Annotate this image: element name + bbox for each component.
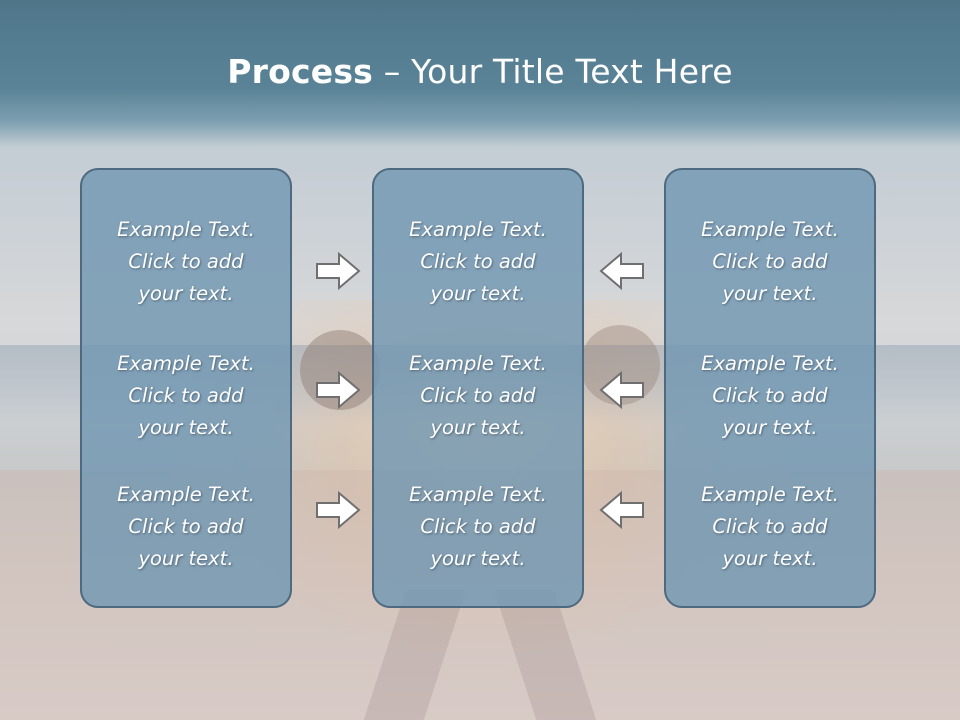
text-line: Click to add: [128, 515, 244, 538]
title-rest-part: – Your Title Text Here: [373, 52, 733, 91]
slide-title[interactable]: Process – Your Title Text Here: [0, 52, 960, 91]
text-line: your text.: [722, 282, 818, 305]
text-line: Example Text.: [701, 352, 839, 375]
text-placeholder[interactable]: Example Text. Click to add your text.: [82, 348, 290, 444]
arrow-left-icon[interactable]: [599, 490, 645, 530]
text-line: Click to add: [420, 250, 536, 273]
text-placeholder[interactable]: Example Text. Click to add your text.: [666, 348, 874, 444]
text-line: Click to add: [712, 384, 828, 407]
text-line: your text.: [430, 547, 526, 570]
text-placeholder[interactable]: Example Text. Click to add your text.: [82, 214, 290, 310]
process-box-center[interactable]: Example Text. Click to add your text. Ex…: [372, 168, 584, 608]
text-placeholder[interactable]: Example Text. Click to add your text.: [374, 348, 582, 444]
text-line: Example Text.: [117, 483, 255, 506]
title-bold-part: Process: [227, 52, 374, 91]
process-box-right[interactable]: Example Text. Click to add your text. Ex…: [664, 168, 876, 608]
text-placeholder[interactable]: Example Text. Click to add your text.: [666, 479, 874, 575]
text-line: Click to add: [420, 515, 536, 538]
text-line: Example Text.: [117, 218, 255, 241]
arrow-left-icon[interactable]: [599, 251, 645, 291]
text-line: Example Text.: [701, 483, 839, 506]
text-line: your text.: [138, 282, 234, 305]
arrow-right-icon[interactable]: [315, 251, 361, 291]
text-line: Click to add: [128, 250, 244, 273]
text-line: Example Text.: [701, 218, 839, 241]
text-line: Example Text.: [409, 483, 547, 506]
text-line: your text.: [430, 416, 526, 439]
text-line: your text.: [722, 416, 818, 439]
text-placeholder[interactable]: Example Text. Click to add your text.: [82, 479, 290, 575]
process-box-left[interactable]: Example Text. Click to add your text. Ex…: [80, 168, 292, 608]
text-line: your text.: [722, 547, 818, 570]
text-line: Click to add: [128, 384, 244, 407]
text-line: Example Text.: [409, 352, 547, 375]
arrow-right-icon[interactable]: [315, 370, 361, 410]
text-line: your text.: [430, 282, 526, 305]
text-line: Click to add: [420, 384, 536, 407]
text-placeholder[interactable]: Example Text. Click to add your text.: [666, 214, 874, 310]
text-line: your text.: [138, 547, 234, 570]
text-line: Click to add: [712, 250, 828, 273]
text-line: Click to add: [712, 515, 828, 538]
title-band: [0, 0, 960, 148]
text-line: Example Text.: [409, 218, 547, 241]
text-line: Example Text.: [117, 352, 255, 375]
text-line: your text.: [138, 416, 234, 439]
arrow-left-icon[interactable]: [599, 370, 645, 410]
arrow-right-icon[interactable]: [315, 490, 361, 530]
text-placeholder[interactable]: Example Text. Click to add your text.: [374, 214, 582, 310]
text-placeholder[interactable]: Example Text. Click to add your text.: [374, 479, 582, 575]
